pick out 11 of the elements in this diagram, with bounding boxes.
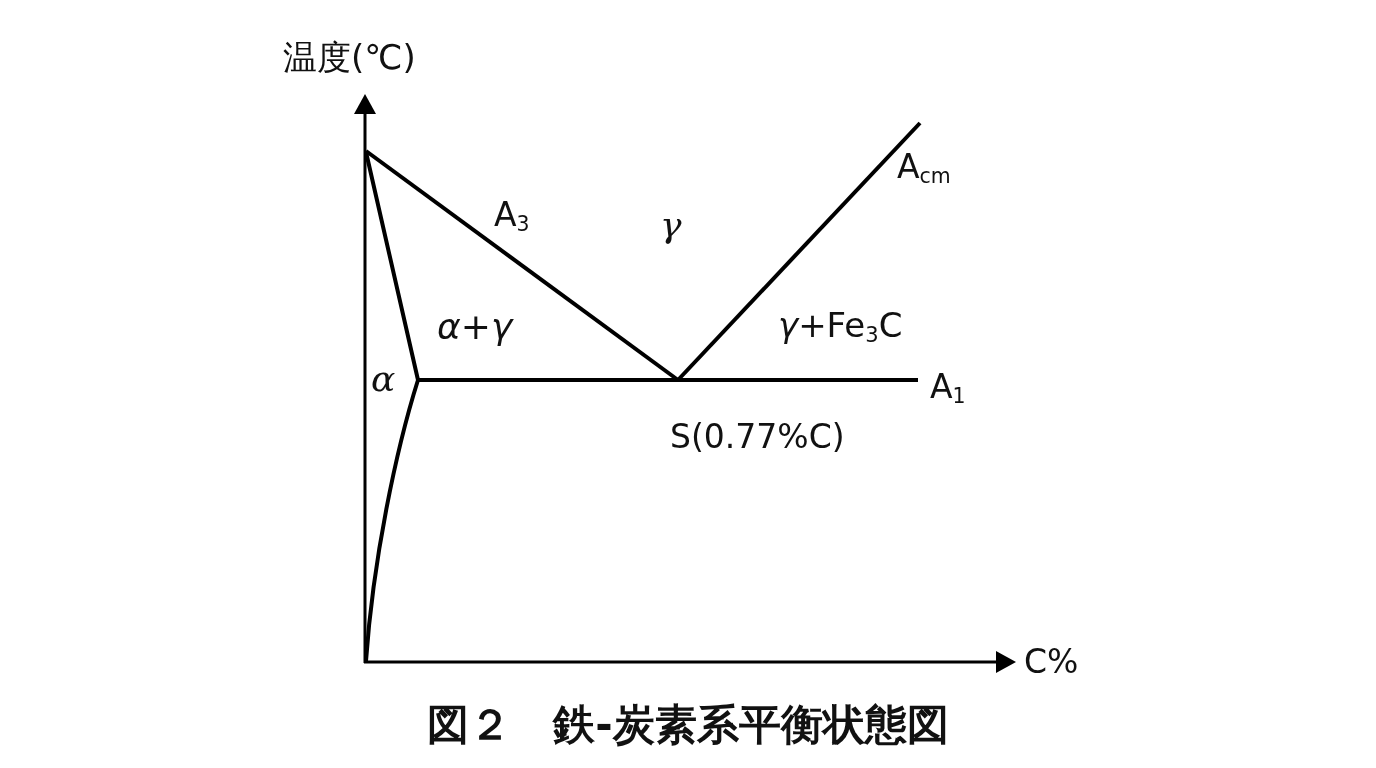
- line-label: A$_{cm}$: [897, 150, 951, 185]
- phase-label: α: [371, 360, 396, 398]
- line-label: A$_{1}$: [930, 370, 966, 405]
- axis-label: 温度(℃): [283, 40, 416, 76]
- phase-label: γ: [660, 206, 682, 244]
- phase-label: γ+Fe$_{3}$C: [778, 308, 903, 344]
- axis-label: C%: [1024, 645, 1079, 680]
- figure-caption: 図２ 鉄-炭素系平衡状態図: [427, 702, 949, 749]
- line-label: A$_{3}$: [494, 198, 530, 233]
- point-label: S(0.77%C): [670, 420, 845, 455]
- phase-label: α+γ: [437, 308, 513, 346]
